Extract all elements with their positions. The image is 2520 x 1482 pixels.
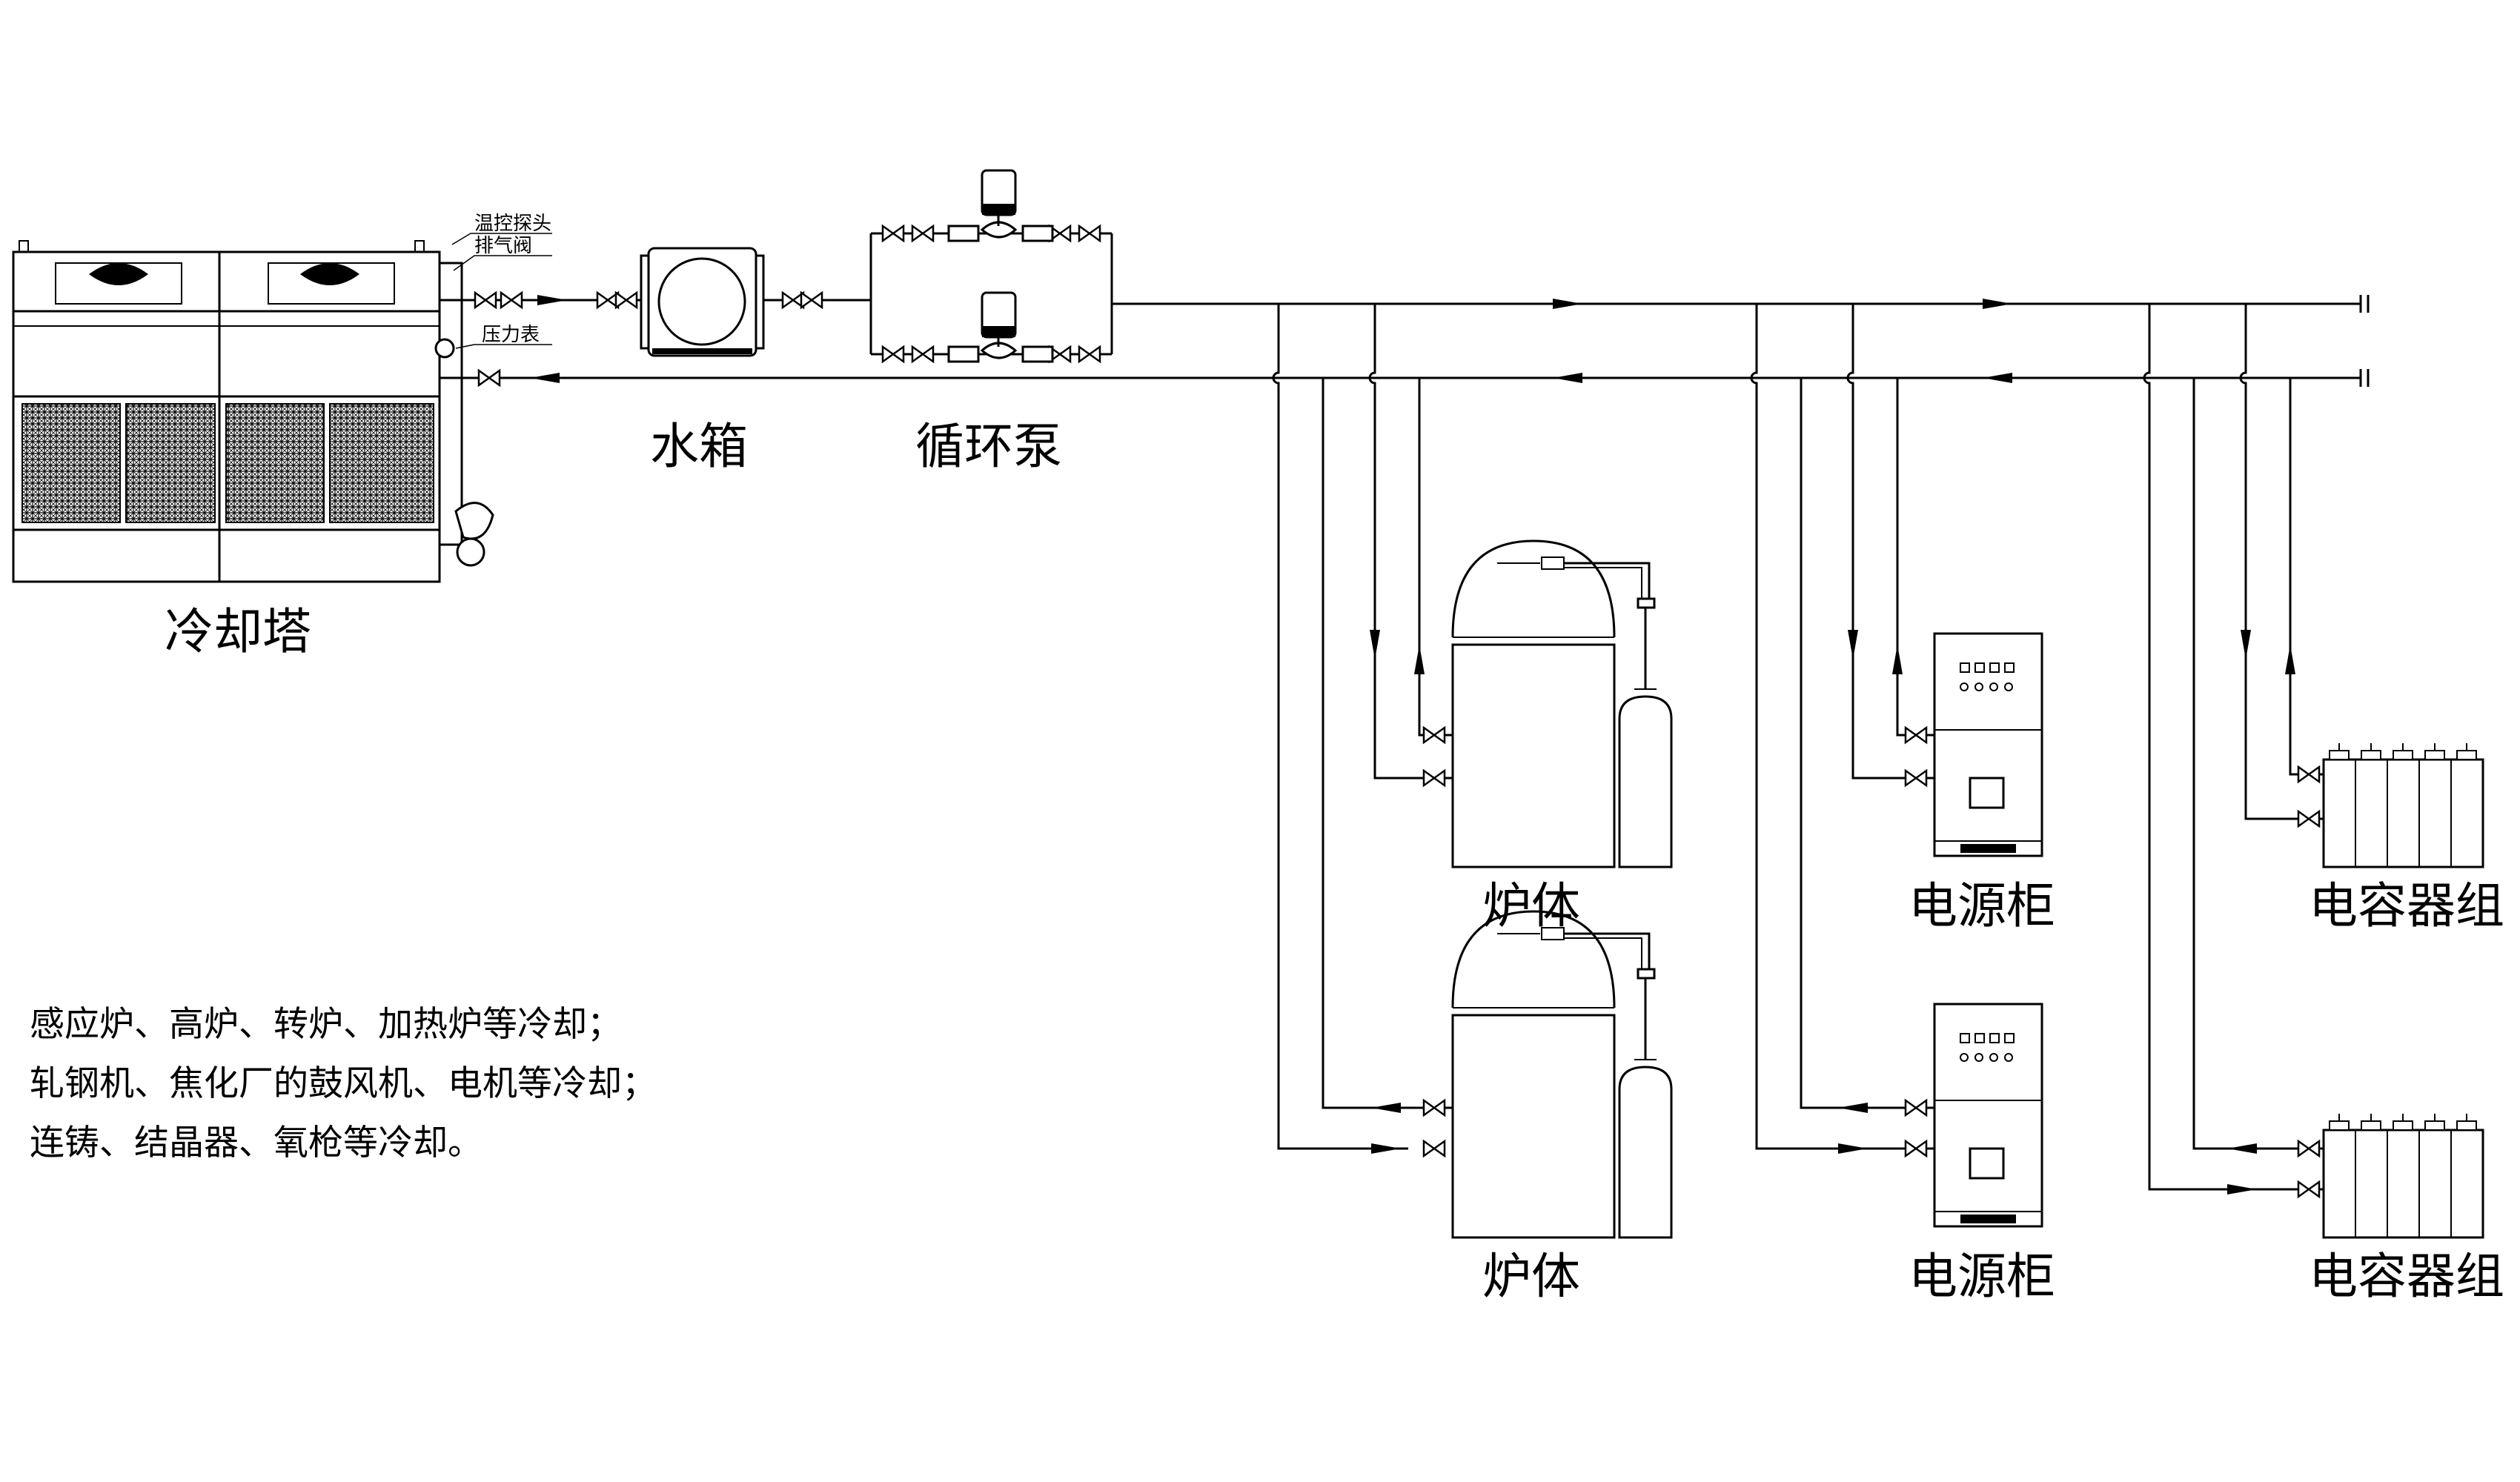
valve-icon[interactable] (1078, 345, 1101, 363)
valve-icon[interactable] (2297, 810, 2321, 828)
valve-icon[interactable] (1904, 769, 1928, 787)
tower-annotations: 温控探头 排气阀 压力表 (451, 213, 552, 349)
application-notes: 感应炉、高炉、转炉、加热炉等冷却； 轧钢机、焦化厂的鼓风机、电机等冷却； 连铸、… (30, 1004, 657, 1163)
valve-icon[interactable] (477, 369, 501, 387)
valve-icon[interactable] (2297, 1180, 2321, 1198)
capacitor-bank-label-top: 电容器组 (2309, 877, 2504, 934)
capacitor-bank-branch (2143, 304, 2484, 1239)
valve-icon[interactable] (911, 225, 935, 242)
note-line: 感应炉、高炉、转炉、加热炉等冷却； (30, 1004, 622, 1045)
temp-probe-label: 温控探头 (474, 213, 551, 235)
water-tank-label: 水箱 (650, 418, 748, 475)
valve-icon[interactable] (800, 291, 823, 309)
valve-icon[interactable] (500, 291, 523, 309)
valve-icon[interactable] (1904, 1140, 1928, 1157)
valve-icon[interactable] (2297, 1140, 2321, 1157)
circulation-pump-label: 循环泵 (915, 418, 1062, 475)
valve-icon[interactable] (1422, 769, 1446, 787)
power-cabinet-label-bottom: 电源柜 (1909, 1248, 2055, 1305)
power-cabinet-branch (1750, 304, 2043, 1228)
valve-icon[interactable] (1904, 1099, 1928, 1117)
valve-icon[interactable] (1422, 726, 1446, 744)
furnace-label-top: 炉体 (1482, 877, 1580, 934)
vent-valve-label: 排气阀 (474, 235, 532, 257)
valve-icon[interactable] (2297, 765, 2321, 783)
pressure-gauge-label: 压力表 (482, 324, 540, 346)
circulation-pump-group (869, 169, 1113, 363)
power-cabinet-label-top: 电源柜 (1909, 877, 2055, 934)
valve-icon[interactable] (1078, 225, 1101, 242)
note-line: 连铸、结晶器、氧枪等冷却。 (30, 1123, 483, 1163)
valve-icon[interactable] (1422, 1099, 1446, 1117)
valve-icon[interactable] (474, 291, 497, 309)
capacitor-bank-label-bottom: 电容器组 (2309, 1248, 2504, 1305)
valve-icon[interactable] (1422, 1140, 1446, 1157)
valve-icon[interactable] (881, 225, 905, 242)
furnace-branch (1272, 304, 1673, 1239)
valve-icon[interactable] (881, 345, 905, 363)
valve-icon[interactable] (1904, 726, 1928, 744)
note-line: 轧钢机、焦化厂的鼓风机、电机等冷却； (30, 1063, 657, 1104)
cooling-tower (12, 240, 494, 583)
cooling-tower-label: 冷却塔 (165, 603, 311, 660)
valve-icon[interactable] (614, 291, 638, 309)
water-tank (640, 247, 765, 357)
valve-icon[interactable] (911, 345, 935, 363)
furnace-label-bottom: 炉体 (1482, 1248, 1580, 1305)
